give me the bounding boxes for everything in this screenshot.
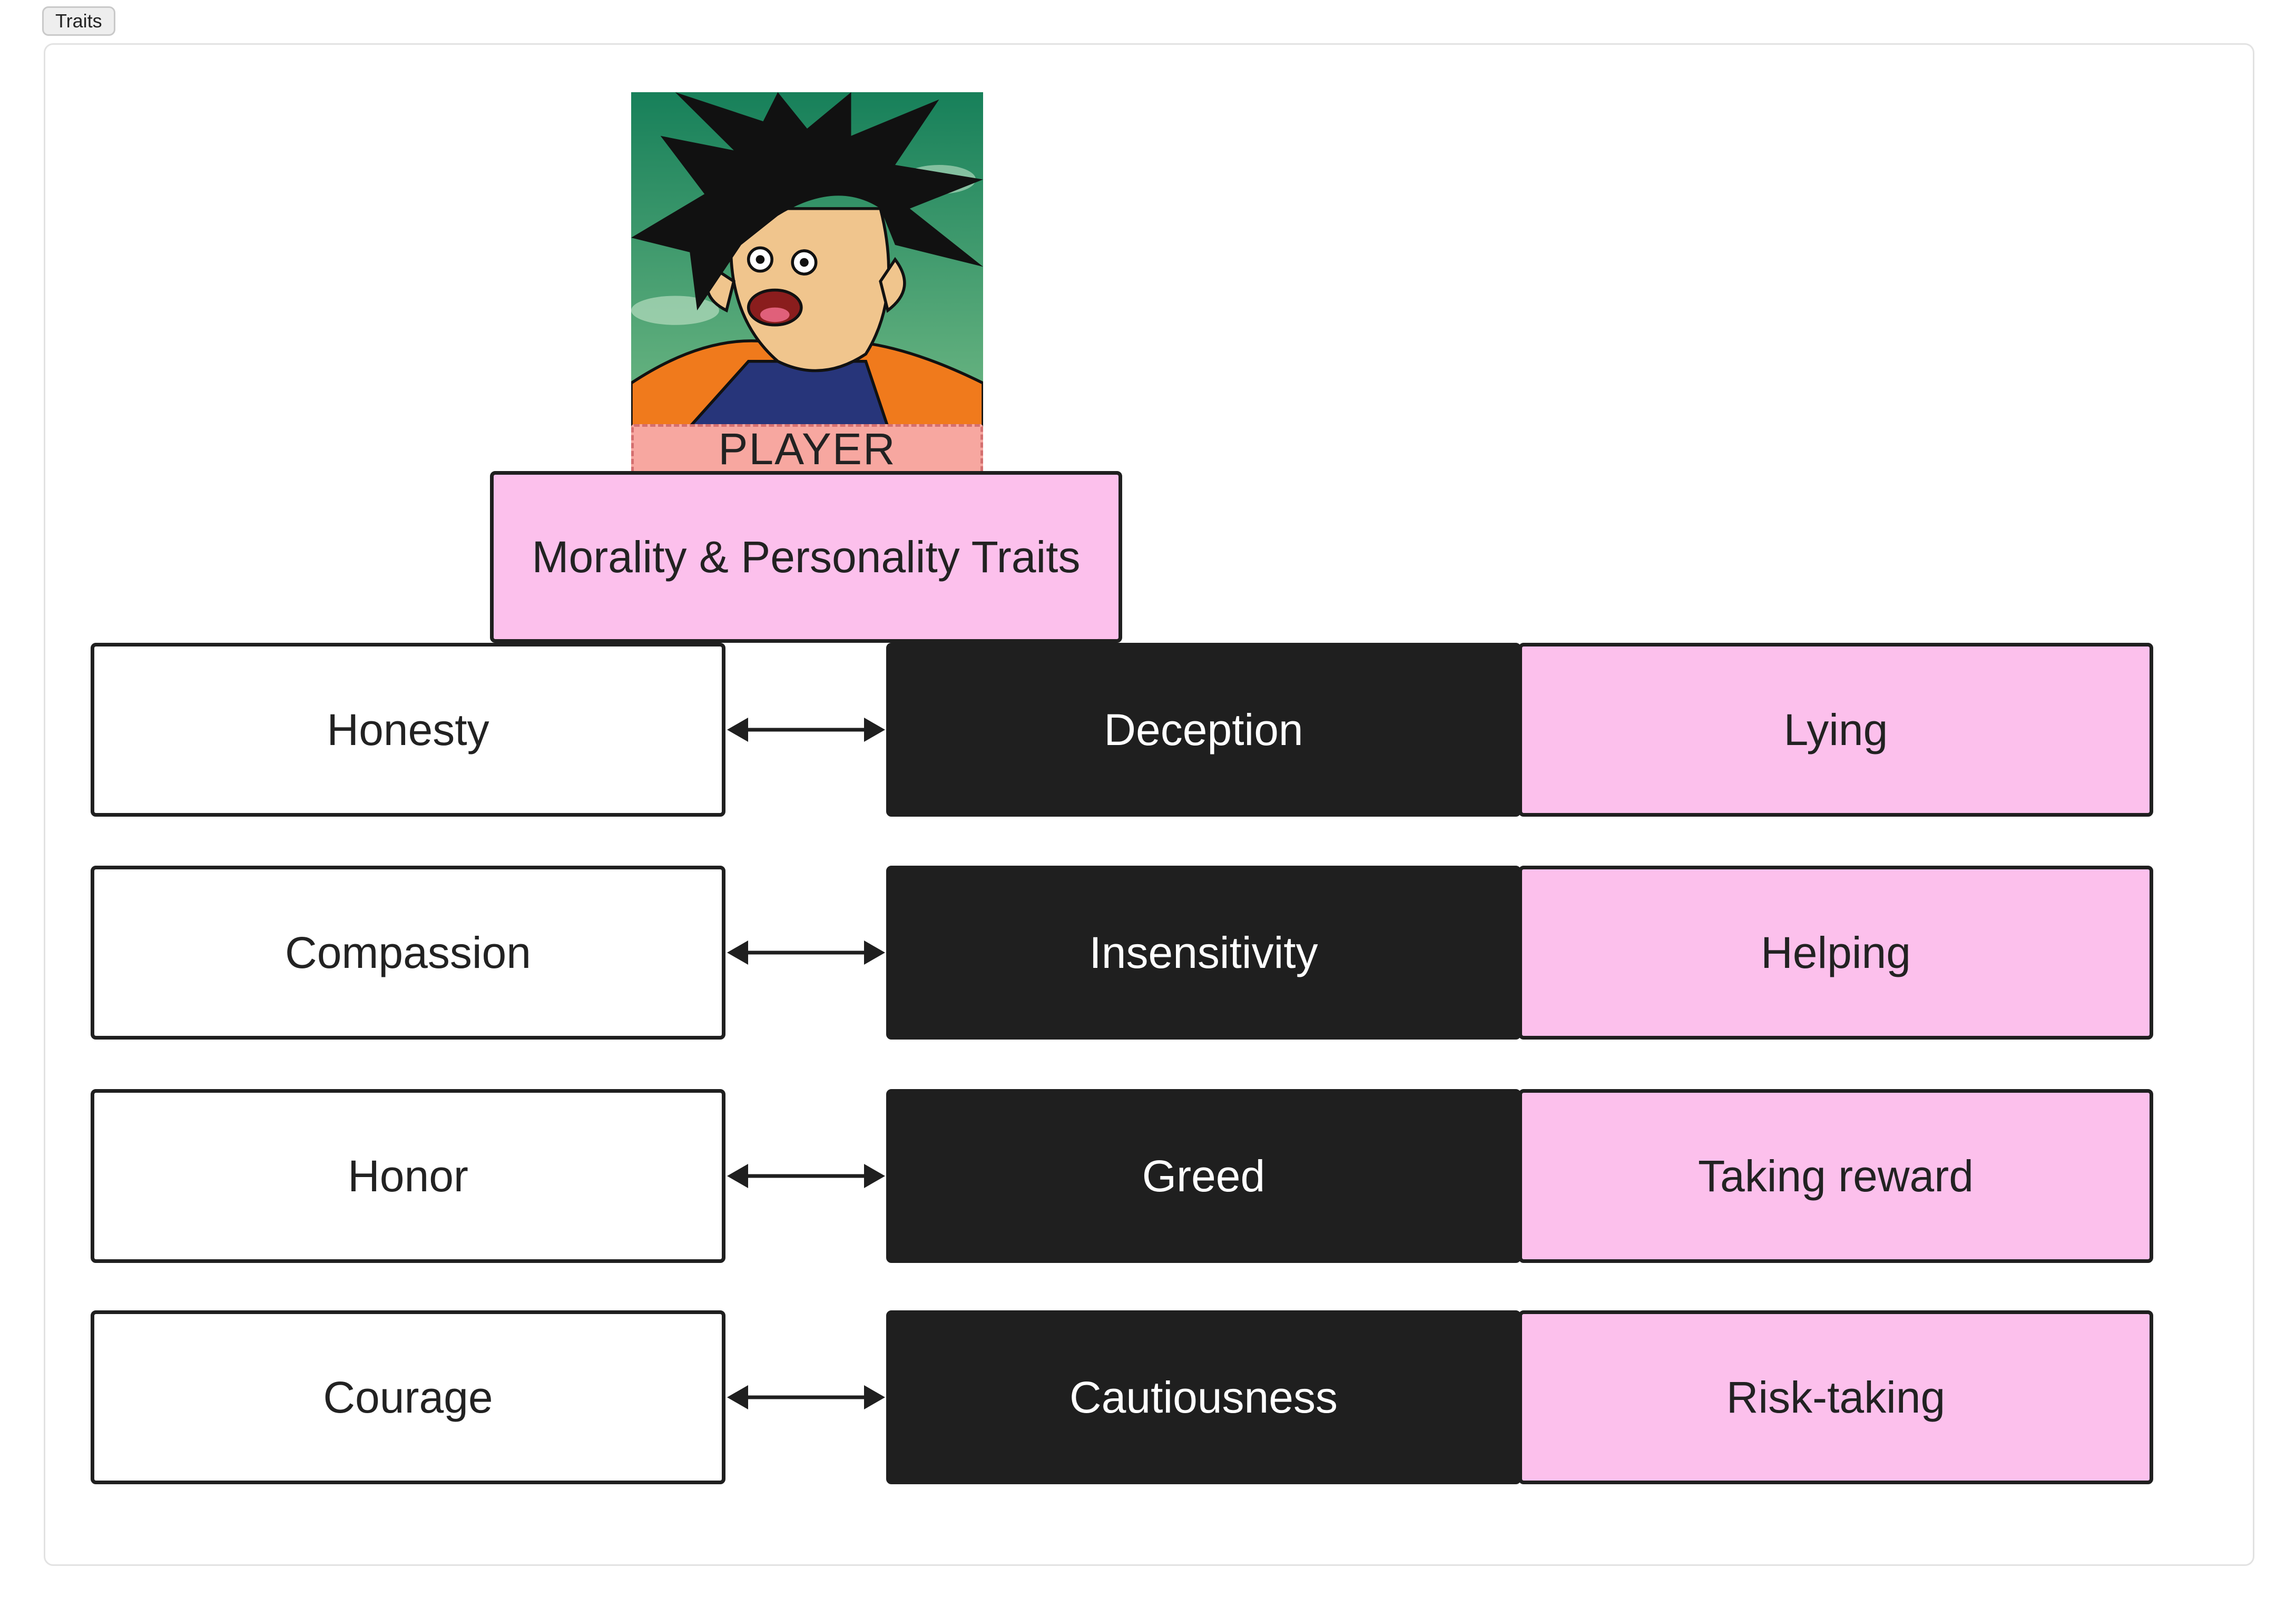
trait-row: Honor Greed Taking reward (0, 1089, 2296, 1263)
player-portrait-image (631, 92, 983, 427)
vice-box: Insensitivity (886, 866, 1521, 1040)
double-arrow-icon (727, 1385, 885, 1409)
trait-row: Compassion Insensitivity Helping (0, 866, 2296, 1040)
vice-box: Cautiousness (886, 1310, 1521, 1484)
virtue-box: Compassion (91, 866, 725, 1040)
action-box: Lying (1518, 643, 2153, 817)
double-arrow-icon (727, 940, 885, 965)
player-portrait (631, 92, 983, 427)
action-box: Taking reward (1518, 1089, 2153, 1263)
virtue-box: Honesty (91, 643, 725, 817)
trait-row: Courage Cautiousness Risk-taking (0, 1310, 2296, 1484)
double-arrow-icon (727, 1164, 885, 1188)
trait-row: Honesty Deception Lying (0, 643, 2296, 817)
title-box: Morality & Personality Traits (490, 471, 1122, 643)
action-box: Helping (1518, 866, 2153, 1040)
double-arrow-icon (727, 718, 885, 742)
vice-box: Greed (886, 1089, 1521, 1263)
action-box: Risk-taking (1518, 1310, 2153, 1484)
vice-box: Deception (886, 643, 1521, 817)
virtue-box: Honor (91, 1089, 725, 1263)
tab-traits[interactable]: Traits (42, 6, 115, 36)
player-label: PLAYER (631, 424, 983, 474)
virtue-box: Courage (91, 1310, 725, 1484)
